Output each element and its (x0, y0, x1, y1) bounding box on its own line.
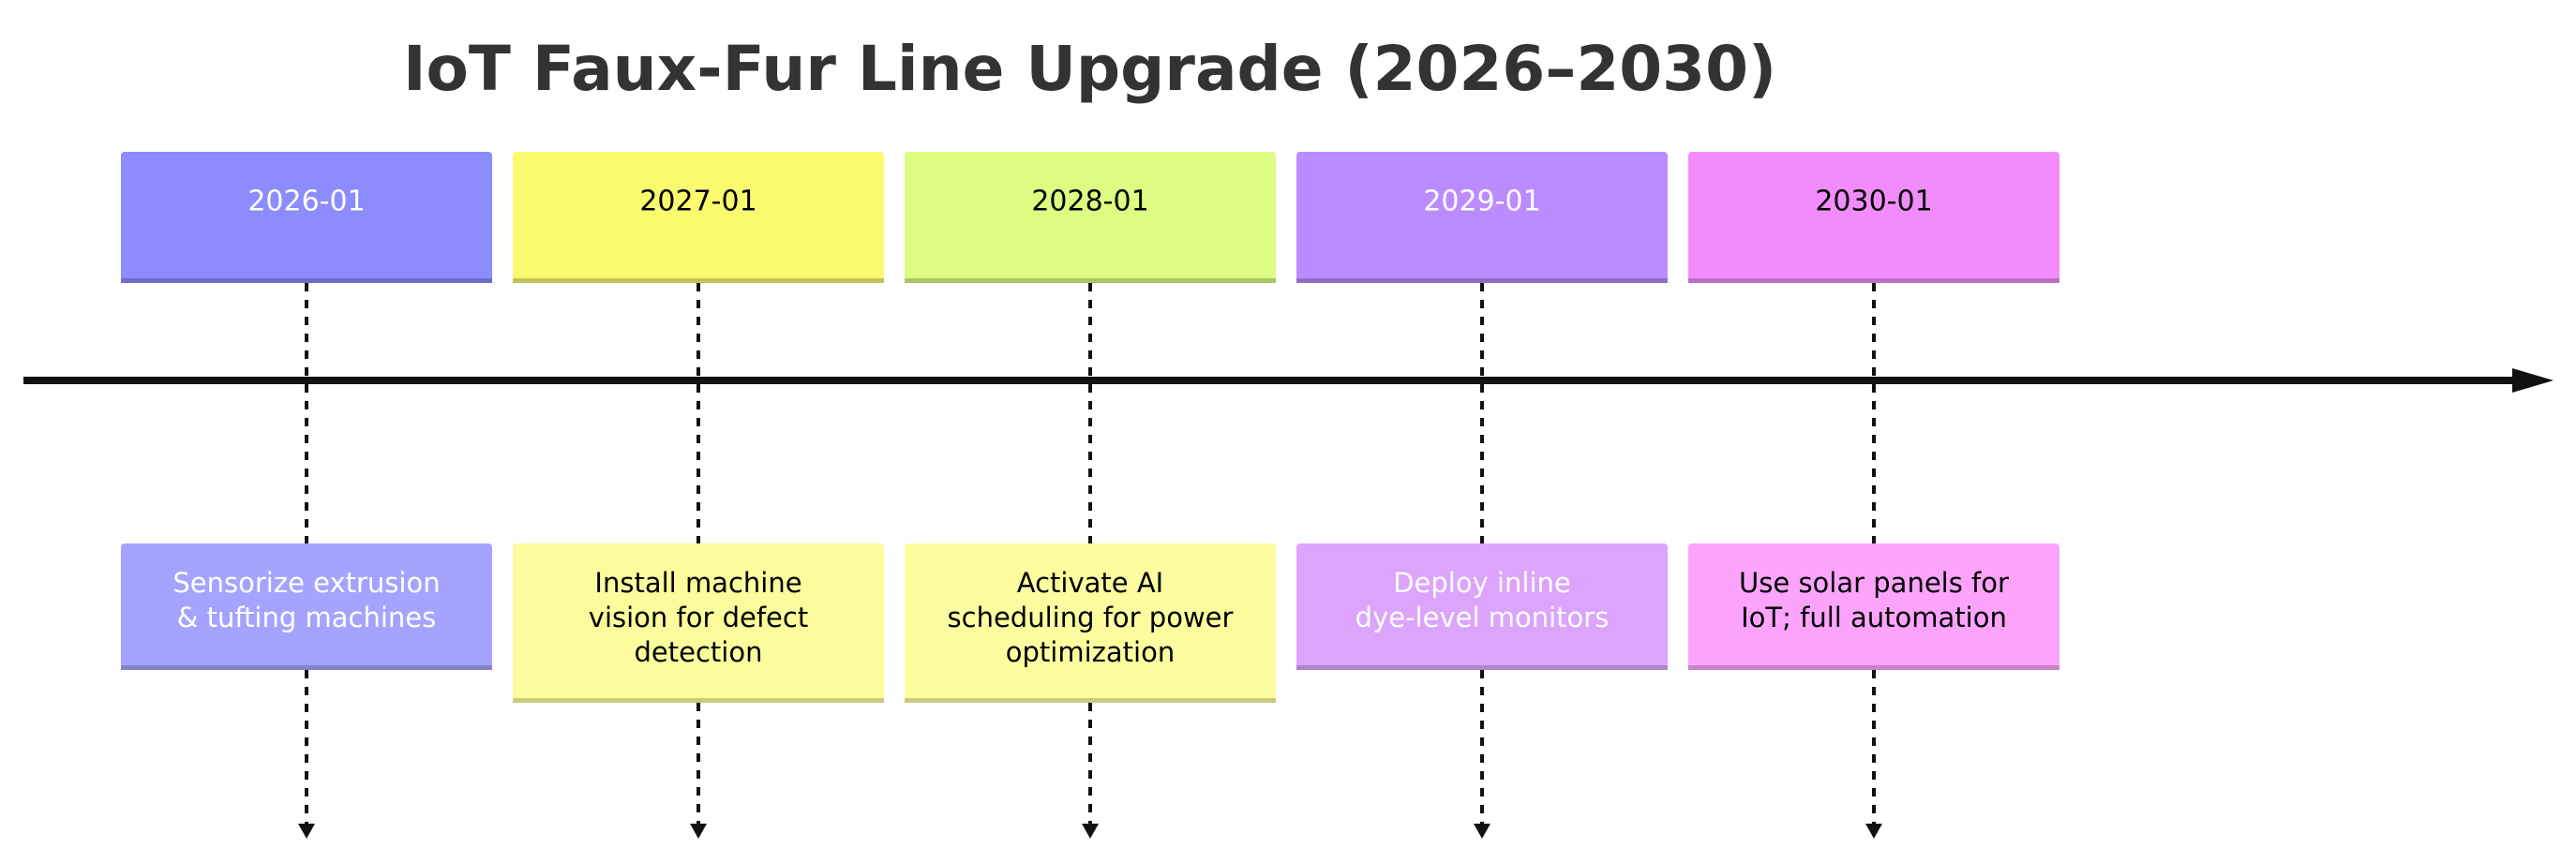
event-box-shape (121, 543, 492, 670)
period-box-underline (121, 278, 492, 283)
event-box-shape (513, 543, 884, 703)
period-label: 2028-01 (1031, 186, 1148, 218)
event-box-shape (905, 543, 1276, 703)
event-label-line: vision for defect (589, 602, 808, 633)
event-label-line: Use solar panels for (1739, 567, 2009, 599)
timeline-axis (23, 368, 2554, 393)
event-box-underline (905, 698, 1276, 703)
event-label-line: Activate AI (1017, 567, 1163, 599)
event-box-underline (121, 665, 492, 670)
milestone-period-box: 2028-01 (905, 152, 1276, 283)
event-label-line: IoT; full automation (1741, 602, 2007, 633)
event-box-underline (513, 698, 884, 703)
period-label: 2029-01 (1423, 186, 1540, 218)
connector-arrowhead (1865, 824, 1882, 839)
event-label-line: Install machine (594, 567, 801, 599)
connectors-layer (298, 283, 1882, 839)
event-box-underline (1688, 665, 2059, 670)
period-label: 2026-01 (247, 186, 365, 218)
milestone-period-box: 2026-01 (121, 152, 492, 283)
connector-arrowhead (690, 824, 707, 839)
event-box-shape (1296, 543, 1668, 670)
period-box-shape (1688, 152, 2059, 283)
period-label: 2027-01 (639, 186, 756, 218)
event-label-line: Sensorize extrusion (172, 567, 440, 599)
event-label-line: & tufting machines (177, 602, 436, 633)
event-label: Sensorize extrusion& tufting machines (172, 567, 440, 633)
period-box-underline (513, 278, 884, 283)
event-label-line: Deploy inline (1393, 567, 1571, 599)
period-box-shape (121, 152, 492, 283)
diagram-title: IoT Faux-Fur Line Upgrade (2026–2030) (403, 33, 1776, 105)
event-label-line: optimization (1006, 636, 1175, 668)
milestone-period-box: 2029-01 (1296, 152, 1668, 283)
event-label-line: scheduling for power (948, 602, 1234, 633)
connector-arrowhead (1474, 824, 1490, 839)
period-box-shape (1296, 152, 1668, 283)
period-box-shape (513, 152, 884, 283)
period-box-underline (1296, 278, 1668, 283)
connector-arrowhead (298, 824, 315, 839)
event-box-underline (1296, 665, 1668, 670)
period-label: 2030-01 (1815, 186, 1932, 218)
axis-arrowhead (2512, 368, 2554, 393)
event-label-line: dye-level monitors (1355, 602, 1610, 633)
event-box-shape (1688, 543, 2059, 670)
event-label-line: detection (635, 636, 763, 668)
milestone-period-box: 2027-01 (513, 152, 884, 283)
milestone-event-box: Sensorize extrusion& tufting machines (121, 543, 492, 670)
period-box-shape (905, 152, 1276, 283)
connector-arrowhead (1082, 824, 1099, 839)
milestone-period-box: 2030-01 (1688, 152, 2059, 283)
period-box-underline (1688, 278, 2059, 283)
period-box-underline (905, 278, 1276, 283)
